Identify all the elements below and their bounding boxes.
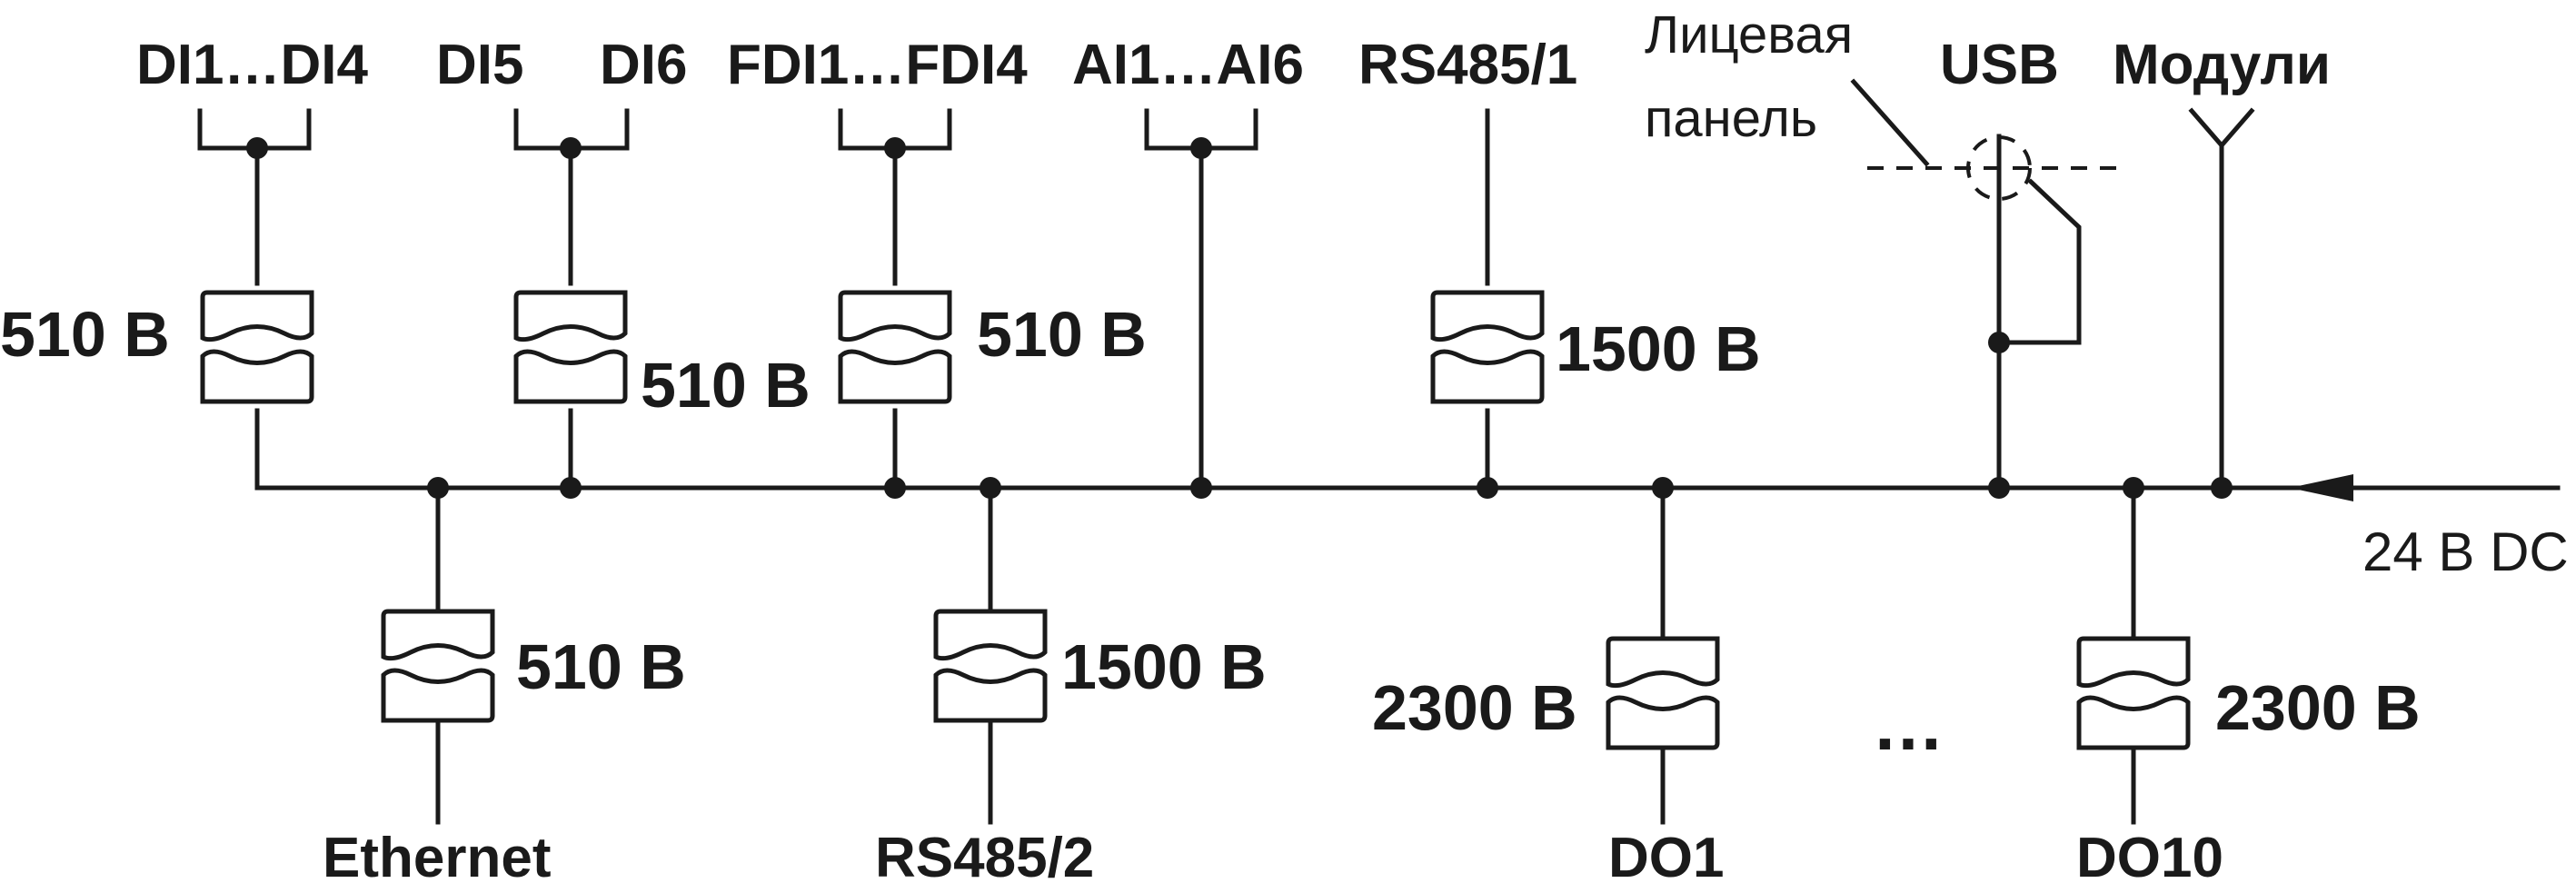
branch-di5-di6	[513, 108, 630, 491]
label-do10: DO10	[2076, 827, 2223, 889]
branch-ethernet	[381, 485, 495, 825]
label-power: 24 В DC	[2362, 521, 2569, 582]
rating-rs485-2: 1500 В	[1061, 631, 1267, 702]
label-rs485-1: RS485/1	[1358, 34, 1577, 96]
label-front-panel-1: Лицевая	[1645, 5, 1853, 64]
rating-ethernet: 510 В	[516, 631, 686, 702]
label-rs485-2: RS485/2	[875, 827, 1094, 889]
branch-fdi1-4	[838, 108, 952, 491]
label-do1: DO1	[1608, 827, 1724, 889]
rating-do1: 2300 В	[1372, 672, 1577, 743]
label-fdi1-4: FDI1…FDI4	[727, 34, 1028, 96]
label-di1-4: DI1…DI4	[136, 34, 368, 96]
rating-fdi: 510 В	[977, 299, 1147, 370]
bus-junctions	[427, 477, 2233, 499]
branch-rs485-1	[1430, 108, 1545, 491]
front-panel-leader	[1850, 78, 1930, 167]
label-ethernet: Ethernet	[323, 827, 551, 889]
label-front-panel-2: панель	[1645, 89, 1817, 148]
label-di6: DI6	[600, 34, 687, 96]
rating-di5-6: 510 В	[641, 350, 811, 421]
label-ellipsis: …	[1872, 684, 1944, 765]
label-di5: DI5	[436, 34, 523, 96]
label-modules: Модули	[2113, 34, 2331, 96]
branch-rs485-2	[933, 485, 1048, 825]
label-ai1-6: AI1…AI6	[1072, 34, 1304, 96]
isolation-barrier-icon	[2076, 636, 2191, 750]
branch-modules	[2188, 107, 2255, 491]
antenna-fork-icon	[2188, 107, 2255, 149]
branch-ai1-6	[1144, 108, 1258, 491]
branch-do10	[2076, 485, 2191, 825]
isolation-barrier-icon	[933, 609, 1048, 723]
rating-rs485-1: 1500 В	[1556, 313, 1761, 384]
isolation-barrier-icon	[200, 290, 314, 404]
isolation-barrier-icon	[1606, 636, 1720, 750]
branch-usb	[1966, 134, 2082, 491]
isolation-barrier-icon	[381, 609, 495, 723]
label-usb: USB	[1940, 34, 2059, 96]
rating-di1-4: 510 В	[0, 299, 170, 370]
arrow-left-icon	[2290, 474, 2353, 501]
branch-di1-4	[197, 108, 314, 491]
rating-do10: 2300 В	[2215, 672, 2421, 743]
branch-do1	[1606, 485, 1720, 825]
isolation-barrier-icon	[1430, 290, 1545, 404]
isolation-barrier-icon	[513, 290, 628, 404]
isolation-barrier-icon	[838, 290, 952, 404]
